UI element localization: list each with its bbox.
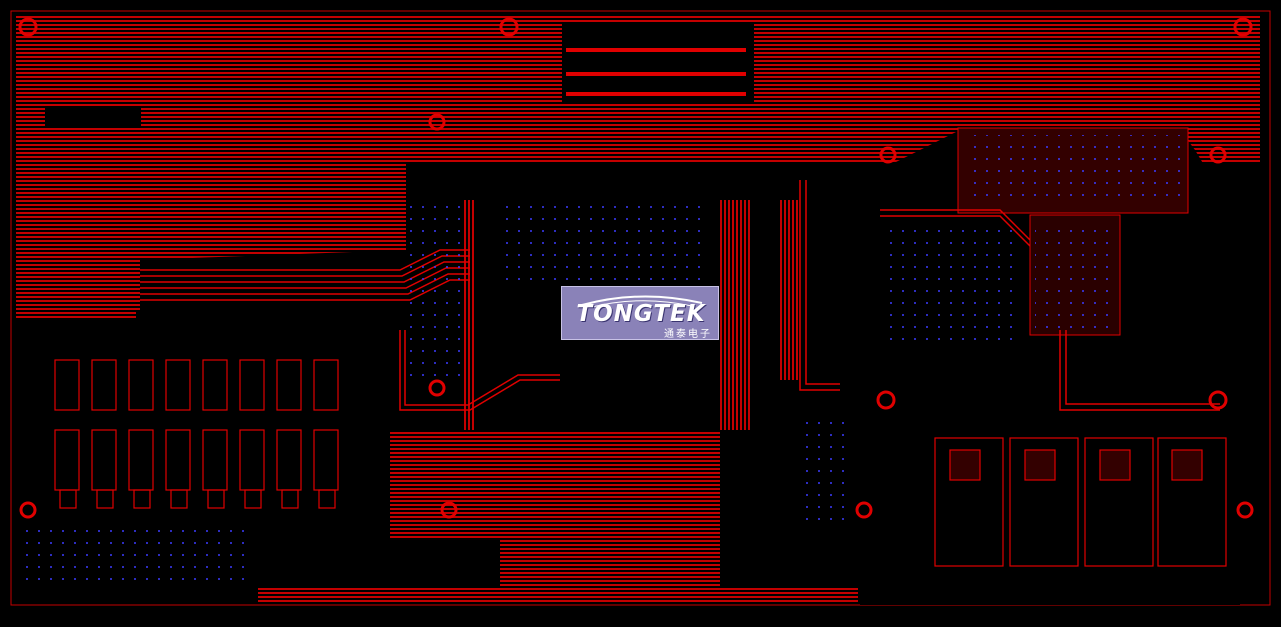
mounting-holes	[18, 17, 1254, 519]
copper-pour-bottom	[258, 200, 858, 604]
brand-logo: TONGTEK 通泰电子	[561, 286, 719, 340]
driver-channel	[165, 359, 191, 509]
driver-channel	[313, 359, 339, 509]
driver-channel	[239, 359, 265, 509]
logo-swoosh-icon	[581, 295, 703, 308]
logo-wordmark: TONGTEK	[576, 301, 706, 327]
driver-channel	[128, 359, 154, 509]
via-fields	[24, 200, 1020, 590]
driver-channel	[54, 359, 80, 509]
output-channel-array	[934, 437, 1227, 567]
logo-subtitle: 通泰电子	[664, 329, 712, 340]
connector-header	[566, 48, 746, 96]
driver-channel-array	[54, 359, 339, 509]
bga-region	[957, 127, 1189, 336]
driver-channel	[276, 359, 302, 509]
driver-channel	[202, 359, 228, 509]
driver-channel	[91, 359, 117, 509]
